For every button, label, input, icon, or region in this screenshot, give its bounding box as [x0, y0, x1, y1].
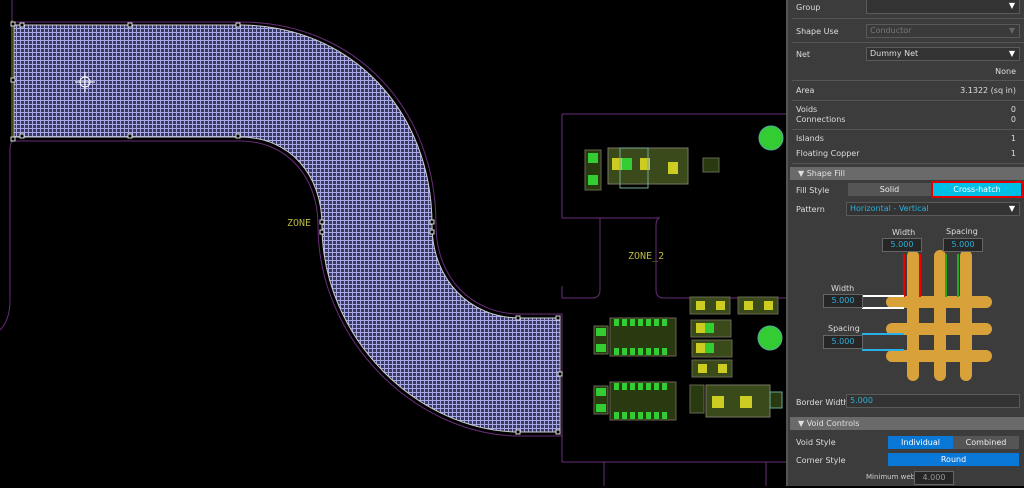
vertical-width-input[interactable]: 5.000: [882, 238, 922, 252]
group-row: Group: [796, 0, 1020, 14]
collapse-triangle-icon: ▼: [798, 419, 807, 428]
solid-button[interactable]: Solid: [848, 183, 931, 196]
horizontal-spacing-label: Spacing: [828, 324, 860, 333]
net-value: Dummy Net: [870, 49, 919, 58]
minimum-web-input[interactable]: 4.000: [914, 471, 954, 485]
selection-handles[interactable]: [10, 21, 563, 435]
zone-2-label: ZONE_2: [628, 251, 664, 262]
group-label: Group: [796, 2, 821, 12]
fill-style-label: Fill Style: [796, 185, 830, 195]
group-dropdown[interactable]: ▼: [866, 0, 1020, 14]
voids-value: 0: [1010, 104, 1016, 114]
individual-button[interactable]: Individual: [888, 436, 953, 449]
shape-fill-section-header[interactable]: ▼ Shape Fill: [790, 167, 1024, 180]
board-outline: [0, 0, 563, 437]
pattern-dropdown[interactable]: Horizontal - Vertical ▼: [846, 202, 1020, 216]
net-sub-value: None: [995, 66, 1016, 76]
chevron-down-icon: ▼: [1008, 49, 1015, 58]
pcb-canvas[interactable]: ZONE ZONE_2: [0, 0, 786, 486]
vertical-spacing-input[interactable]: 5.000: [943, 238, 983, 252]
minimum-web-label: Minimum web: [866, 473, 916, 481]
pattern-label: Pattern: [796, 204, 825, 214]
border-width-input[interactable]: 5.000: [846, 394, 1020, 408]
crosshatch-diagram: [862, 250, 992, 381]
void-controls-section-header[interactable]: ▼ Void Controls: [790, 417, 1024, 430]
net-label: Net: [796, 49, 811, 59]
components[interactable]: [584, 125, 784, 421]
area-label: Area: [796, 85, 815, 95]
shape-fill-title: Shape Fill: [806, 169, 845, 178]
combined-button[interactable]: Combined: [953, 436, 1019, 449]
pattern-value: Horizontal - Vertical: [850, 204, 929, 213]
pcb-drawing[interactable]: ZONE ZONE_2: [0, 0, 786, 486]
crosshair-cursor-icon: [75, 72, 95, 92]
vertical-width-label: Width: [892, 228, 916, 237]
collapse-triangle-icon: ▼: [798, 169, 807, 178]
properties-panel: Group ▼ Shape Use Conductor ▼ Net Dummy N…: [786, 0, 1024, 486]
connections-label: Connections: [796, 114, 846, 124]
floating-copper-value: 1: [1010, 148, 1016, 158]
islands-value: 1: [1010, 133, 1016, 143]
border-width-label: Border Width: [796, 397, 849, 407]
zone-2-outline: [561, 113, 786, 486]
floating-copper-label: Floating Copper: [796, 148, 860, 158]
vertical-spacing-label: Spacing: [946, 227, 978, 236]
void-style-label: Void Style: [796, 437, 836, 447]
crosshatch-button[interactable]: Cross-hatch: [931, 181, 1023, 198]
connections-value: 0: [1010, 114, 1016, 124]
islands-label: Islands: [796, 133, 824, 143]
chevron-down-icon: ▼: [1008, 1, 1015, 10]
chevron-down-icon: ▼: [1008, 26, 1015, 35]
shape-use-dropdown: Conductor ▼: [866, 24, 1020, 38]
shape-use-value: Conductor: [870, 26, 912, 35]
voids-label: Voids: [796, 104, 818, 114]
horizontal-spacing-input[interactable]: 5.000: [823, 335, 863, 349]
area-value: 3.1322 (sq in): [960, 85, 1016, 95]
chevron-down-icon: ▼: [1008, 204, 1015, 213]
zone-label: ZONE: [287, 218, 311, 229]
void-controls-title: Void Controls: [806, 419, 860, 428]
horizontal-width-label: Width: [831, 284, 855, 293]
net-dropdown[interactable]: Dummy Net ▼: [866, 47, 1020, 61]
horizontal-width-input[interactable]: 5.000: [823, 294, 863, 308]
shape-use-label: Shape Use: [796, 26, 839, 36]
corner-style-label: Corner Style: [796, 455, 846, 465]
round-button[interactable]: Round: [888, 453, 1019, 466]
